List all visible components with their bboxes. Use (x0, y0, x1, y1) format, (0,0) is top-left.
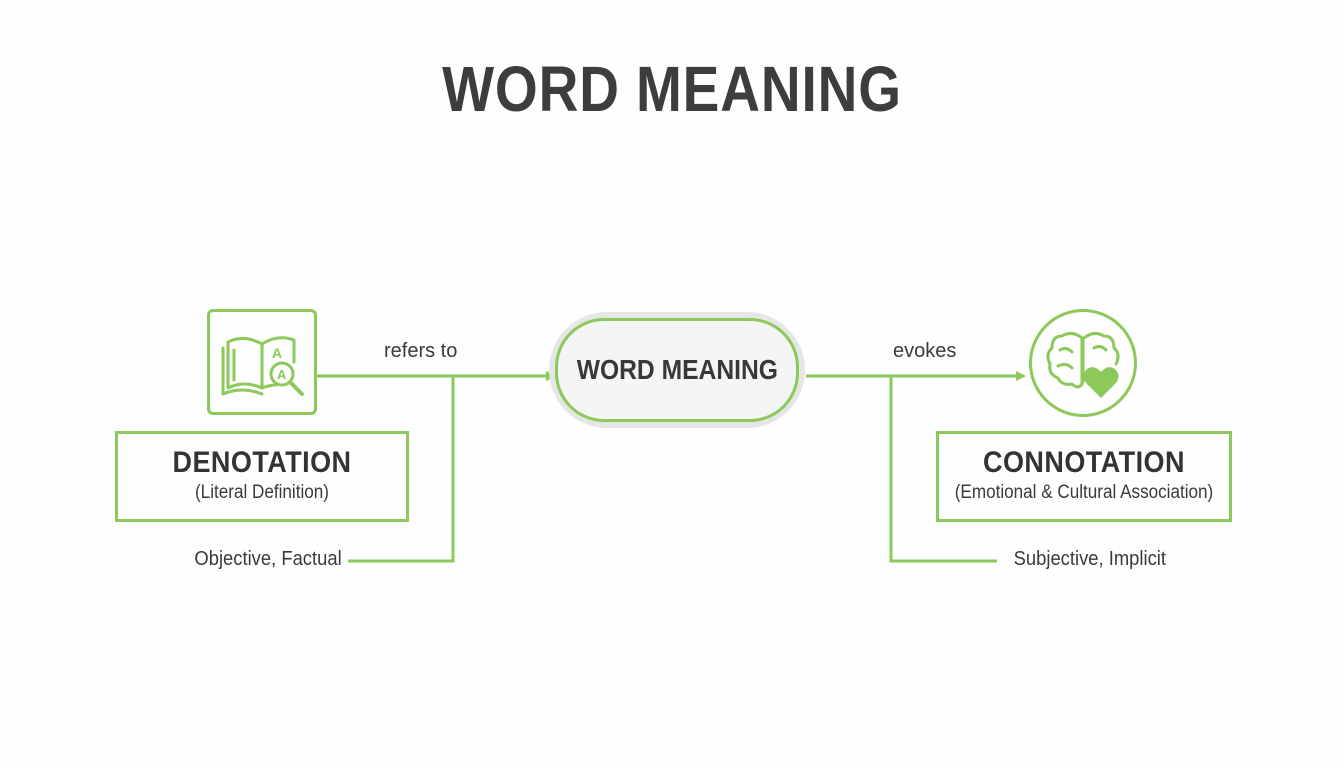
denotation-note: Objective, Factual (194, 548, 342, 570)
connotation-subtitle: (Emotional & Cultural Association) (954, 482, 1214, 503)
brain-heart-icon (1046, 331, 1120, 398)
connector-denotation-note (348, 376, 455, 563)
page-title: WORD MEANING (442, 53, 902, 125)
connotation-note: Subjective, Implicit (1013, 548, 1166, 570)
svg-text:A: A (277, 367, 287, 382)
denotation-subtitle: (Literal Definition) (194, 482, 330, 503)
dictionary-book-magnifier-icon: A A (221, 336, 304, 396)
denotation-title: DENOTATION (172, 446, 352, 479)
edge-label-refers-to: refers to (384, 340, 458, 362)
denotation-box: DENOTATION (Literal Definition) (115, 431, 409, 522)
edge-label-evokes: evokes (893, 340, 957, 362)
denotation-icon-frame: A A (207, 309, 317, 415)
center-node: WORD MEANING (555, 318, 799, 422)
heart-shape (1083, 367, 1119, 398)
connotation-icon-frame (1029, 309, 1137, 417)
connotation-title: CONNOTATION (983, 446, 1185, 479)
connector-connotation-note (889, 376, 997, 563)
center-node-label: WORD MEANING (576, 354, 778, 385)
connotation-box: CONNOTATION (Emotional & Cultural Associ… (936, 431, 1232, 522)
svg-text:A: A (272, 345, 282, 361)
